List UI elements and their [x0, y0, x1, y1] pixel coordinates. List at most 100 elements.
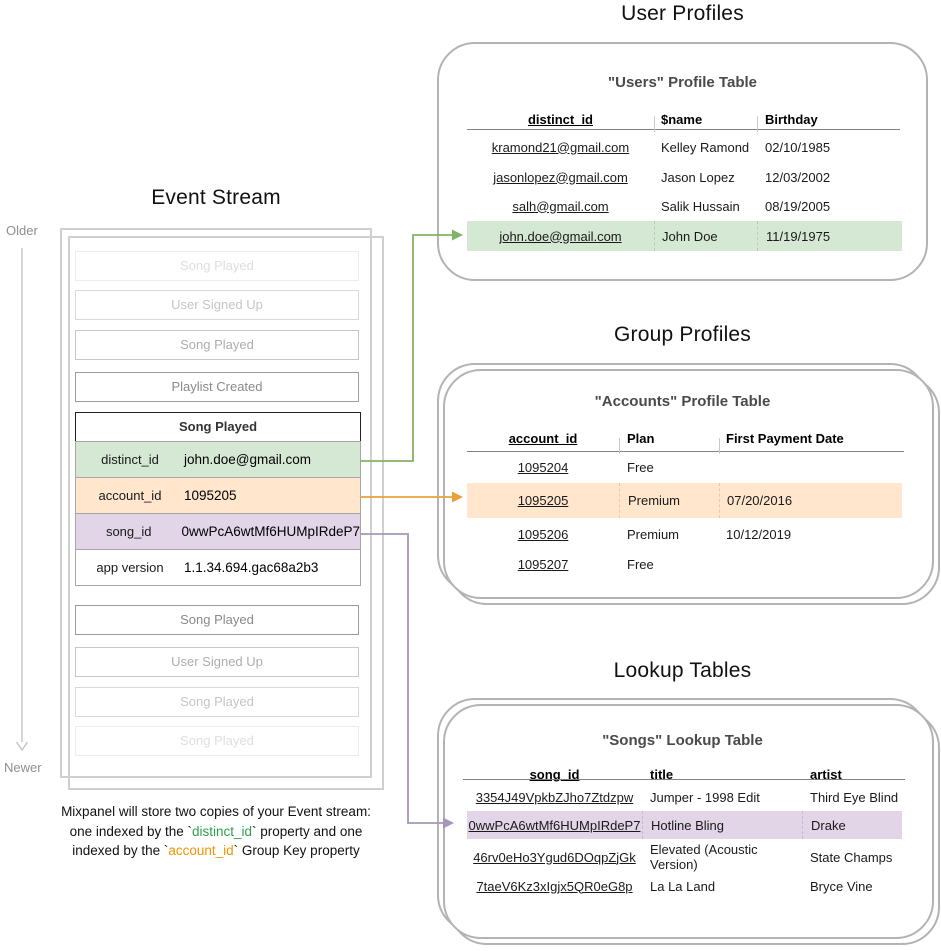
cell-name: Salik Hussain — [661, 198, 740, 214]
cell-distinct-id: salh@gmail.com — [512, 198, 609, 214]
caption-line2-pre: one indexed by the ` — [69, 823, 192, 839]
cell-song-id: 0wwPcA6wtMf6HUMpIRdeP7 — [468, 817, 641, 833]
table-row: 3354J49VpkbZJho7Ztdzpw Jumper - 1998 Edi… — [467, 782, 902, 812]
expanded-event-title: Song Played — [75, 412, 361, 442]
table-row-highlighted: 0wwPcA6wtMf6HUMpIRdeP7 Hotline Bling Dra… — [467, 811, 902, 839]
header-divider — [463, 779, 905, 780]
users-table-header: distinct_id $name Birthday — [467, 104, 902, 134]
property-key: song_id — [105, 524, 152, 539]
caption-line3-post: ` Group Key property — [233, 843, 360, 858]
cell-title: Jumper - 1998 Edit — [650, 789, 760, 805]
event-stream-box: Song Played User Signed Up Song Played P… — [60, 228, 384, 790]
cell-name: Jason Lopez — [661, 169, 735, 185]
caption-line1: Mixpanel will store two copies of your E… — [61, 804, 371, 819]
header-divider — [467, 129, 900, 130]
event-item: User Signed Up — [75, 647, 359, 677]
cell-birthday: 12/03/2002 — [765, 169, 831, 185]
event-item: User Signed Up — [75, 290, 359, 320]
column-tick — [719, 438, 720, 454]
event-item: Playlist Created — [75, 372, 359, 402]
group-profiles-title: Group Profiles — [613, 323, 752, 346]
property-key: account_id — [98, 488, 162, 503]
event-item: Song Played — [75, 330, 359, 360]
column-tick — [619, 438, 620, 454]
table-row: 7taeV6Kz3xIgjx5QR0eG8p La La Land Bryce … — [467, 871, 902, 901]
column-header: artist — [810, 766, 842, 782]
cell-distinct-id: kramond21@gmail.com — [491, 139, 630, 155]
caption-line3-pre: indexed by the ` — [72, 843, 169, 858]
table-row: 1095206 Premium 10/12/2019 — [467, 519, 902, 549]
table-row: salh@gmail.com Salik Hussain 08/19/2005 — [467, 191, 902, 221]
expanded-event-card: Song Played distinct_id john.doe@gmail.c… — [75, 412, 361, 586]
group-profiles-panel: "Accounts" Profile Table account_id Plan… — [437, 363, 940, 605]
cell-plan: Free — [627, 459, 654, 475]
column-header: song_id — [529, 766, 580, 782]
user-profiles-panel: "Users" Profile Table distinct_id $name … — [437, 42, 928, 281]
caption-line2-post: ` property and one — [252, 823, 363, 839]
cell-birthday: 02/10/1985 — [765, 139, 831, 155]
users-table-title: "Users" Profile Table — [608, 74, 757, 91]
lookup-tables-panel: "Songs" Lookup Table song_id title artis… — [437, 698, 940, 945]
newer-label: Newer — [4, 760, 42, 775]
caption-account-id: account_id — [168, 843, 234, 858]
table-row: jasonlopez@gmail.com Jason Lopez 12/03/2… — [467, 162, 902, 192]
property-key: app version — [96, 560, 164, 575]
cell-title: Hotline Bling — [642, 811, 802, 839]
timeline-arrowhead-icon — [15, 741, 29, 752]
property-key: distinct_id — [101, 452, 159, 467]
column-tick — [654, 116, 655, 132]
table-row-highlighted: 1095205 Premium 07/20/2016 — [467, 483, 902, 518]
cell-song-id: 3354J49VpkbZJho7Ztdzpw — [475, 789, 634, 805]
header-divider — [467, 451, 904, 452]
user-profiles-title: User Profiles — [621, 2, 744, 25]
table-row-highlighted: john.doe@gmail.com John Doe 11/19/1975 — [467, 221, 902, 251]
cell-plan: Premium — [627, 526, 680, 542]
cell-distinct-id: jasonlopez@gmail.com — [493, 169, 628, 185]
event-item: Song Played — [75, 251, 359, 281]
cell-name: John Doe — [654, 221, 757, 251]
column-header: First Payment Date — [726, 430, 844, 446]
property-row-song-id: song_id 0wwPcA6wtMf6HUMpIRdeP7 — [75, 513, 361, 550]
cell-artist: State Champs — [810, 849, 893, 865]
cell-first-payment-date: 10/12/2019 — [726, 526, 792, 542]
event-stream-caption: Mixpanel will store two copies of your E… — [40, 802, 392, 861]
column-header: Birthday — [765, 111, 818, 127]
column-header: account_id — [508, 430, 578, 446]
lookup-tables-title: Lookup Tables — [613, 659, 752, 682]
property-value: 1.1.34.694.gac68a2b3 — [184, 560, 319, 575]
table-row: 46rv0eHo3Ygud6DOqpZjGk Elevated (Acousti… — [467, 842, 902, 872]
table-row: 1095207 Free — [467, 549, 902, 579]
event-item: Song Played — [75, 605, 359, 635]
column-tick — [757, 116, 758, 132]
property-row-app-version: app version 1.1.34.694.gac68a2b3 — [75, 549, 361, 586]
cell-title: Elevated (Acoustic Version) — [650, 842, 758, 872]
event-item: Song Played — [75, 687, 359, 717]
cell-account-id: 1095207 — [517, 556, 569, 572]
cell-account-id: 1095205 — [517, 493, 569, 508]
older-label: Older — [6, 223, 38, 238]
accounts-table-title: "Accounts" Profile Table — [594, 393, 771, 410]
cell-song-id: 7taeV6Kz3xIgjx5QR0eG8p — [476, 878, 633, 894]
cell-song-id: 46rv0eHo3Ygud6DOqpZjGk — [473, 849, 636, 865]
cell-plan: Premium — [619, 483, 719, 518]
cell-distinct-id: john.doe@gmail.com — [499, 228, 622, 244]
property-value: 1095205 — [184, 488, 237, 503]
table-row: 1095204 Free — [467, 452, 902, 482]
caption-distinct-id: distinct_id — [191, 823, 253, 839]
cell-title: La La Land — [650, 878, 716, 894]
cell-birthday: 08/19/2005 — [765, 198, 831, 214]
event-item: Song Played — [75, 726, 359, 756]
cell-name: Kelley Ramond — [661, 139, 750, 155]
cell-artist: Third Eye Blind — [810, 789, 899, 805]
column-header: $name — [661, 111, 703, 127]
cell-account-id: 1095206 — [517, 526, 569, 542]
column-header: Plan — [627, 430, 655, 446]
cell-birthday: 11/19/1975 — [757, 221, 902, 251]
cell-artist: Drake — [802, 811, 902, 839]
property-value: 0wwPcA6wtMf6HUMpIRdeP7 — [181, 524, 360, 539]
accounts-table-header: account_id Plan First Payment Date — [467, 423, 902, 453]
cell-first-payment-date: 07/20/2016 — [719, 483, 902, 518]
cell-account-id: 1095204 — [517, 459, 569, 475]
property-row-account-id: account_id 1095205 — [75, 477, 361, 514]
